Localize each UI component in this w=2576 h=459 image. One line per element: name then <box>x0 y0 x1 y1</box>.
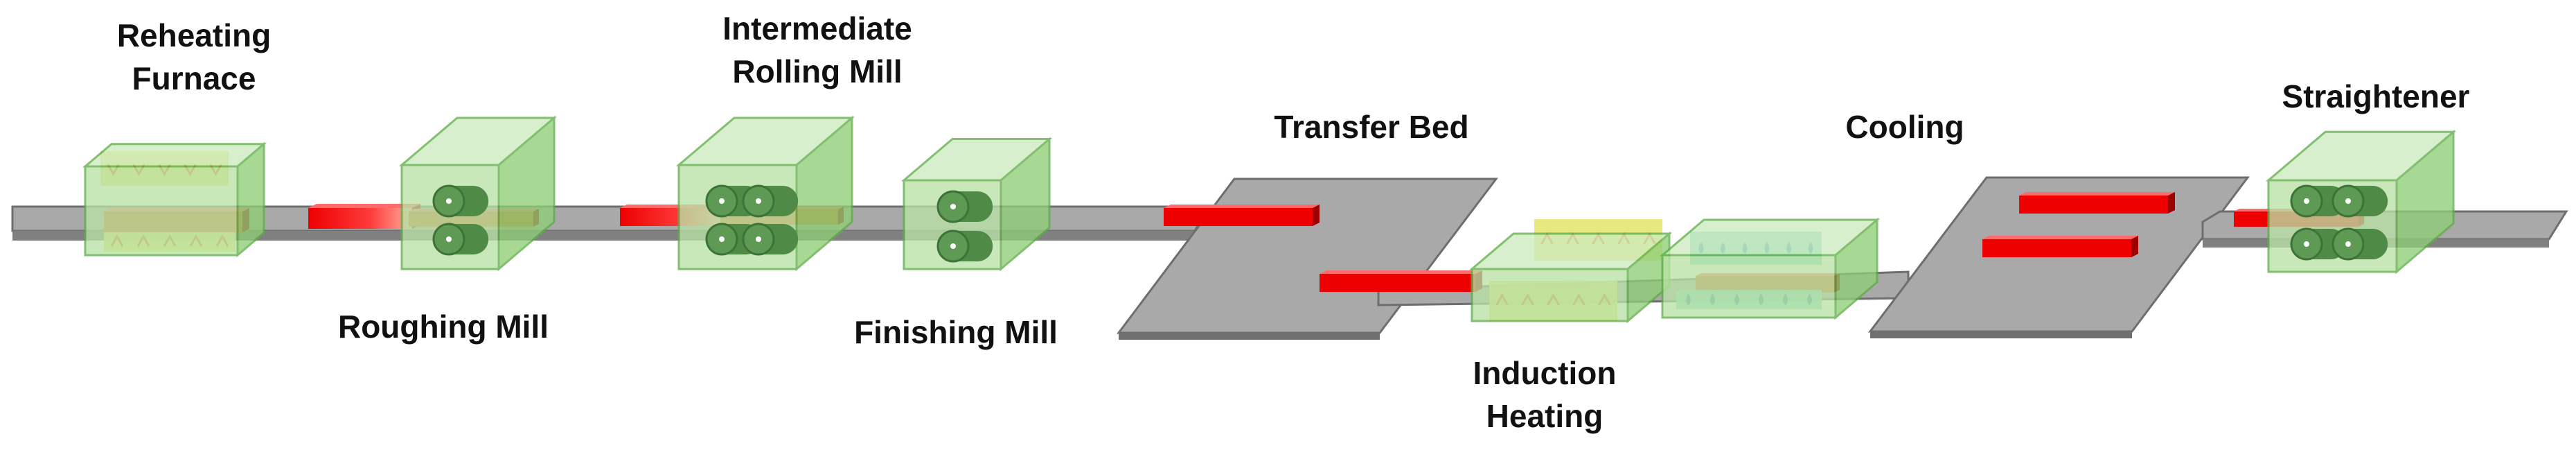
cooling-bed-bar-top-side <box>2168 192 2175 214</box>
cooling-bed-edge <box>1870 331 2132 338</box>
intermediate-roller-d-back <box>767 224 799 254</box>
transfer-bar-bottom-top <box>1320 270 1482 274</box>
roughing-roller-top-axle <box>446 198 452 204</box>
finishing-roller-top-axle <box>950 204 956 209</box>
intermediate-roller-b <box>742 184 799 218</box>
finishing-roller-bottom <box>936 230 993 263</box>
roughing-roller-bottom-axle <box>446 236 452 242</box>
label-transfer-bed: Transfer Bed <box>1274 109 1469 145</box>
label-induction-heating: Induction Heating <box>1473 355 1617 434</box>
transfer-bar-bottom-front <box>1320 274 1475 292</box>
reheating-furnace-housing <box>82 141 267 258</box>
cooling-housing-front <box>1661 254 1837 319</box>
cooling-bed-bar-top-top <box>2019 192 2175 196</box>
cooling-bed-bar-bottom-side <box>2131 236 2138 257</box>
intermediate-roller-c-axle <box>719 236 725 242</box>
cooling-bed-bar-top-front <box>2019 196 2168 214</box>
intermediate-roller-d <box>742 223 799 256</box>
roughing-roller-top <box>432 184 489 218</box>
hot-bar-1-top <box>308 204 420 208</box>
roughing-roller-bottom-back <box>458 224 489 254</box>
intermediate-roller-b-axle <box>756 198 761 204</box>
straightener-roller-a-axle <box>2304 198 2309 204</box>
straightener-roller-d <box>2331 227 2388 261</box>
label-finishing-mill: Finishing Mill <box>854 314 1058 350</box>
cooling-bed-bar-bottom-front <box>1982 239 2131 257</box>
induction-heating-housing <box>1468 231 1673 324</box>
cooling-housing <box>1659 217 1881 320</box>
cooling-bed-bar-bottom-top <box>1982 236 2138 239</box>
finishing-roller-bottom-back <box>962 231 993 261</box>
label-cooling: Cooling <box>1845 109 1964 145</box>
label-intermediate-rolling-mill: Intermediate Rolling Mill <box>722 10 912 89</box>
transfer-bar-top-side <box>1313 205 1320 226</box>
label-reheating-furnace: Reheating Furnace <box>116 17 272 96</box>
straightener-roller-b-back <box>2357 186 2388 216</box>
conveyor-main-left-edge <box>12 231 1197 241</box>
reheating-furnace-housing-top <box>82 143 267 168</box>
intermediate-roller-d-axle <box>756 236 761 242</box>
intermediate-roller-b-back <box>767 186 799 216</box>
hot-bar-1-front <box>308 208 412 229</box>
finishing-roller-bottom-axle <box>950 243 956 249</box>
finishing-roller-top-back <box>962 191 993 222</box>
straightener-roller-b-axle <box>2345 198 2351 204</box>
cooling-bed-bar-bottom <box>1982 236 2138 257</box>
finishing-roller-top <box>936 190 993 223</box>
transfer-bar-top-front <box>1164 208 1313 226</box>
transfer-bar-bottom <box>1320 270 1482 292</box>
roughing-roller-top-back <box>458 186 489 216</box>
straightener-roller-b <box>2331 184 2388 218</box>
reheating-furnace-housing-front <box>84 165 239 257</box>
straightener-roller-c-axle <box>2304 241 2309 247</box>
transfer-bed-plate <box>1116 177 1499 334</box>
intermediate-roller-a-axle <box>719 198 725 204</box>
straightener-roller-c <box>2290 227 2347 261</box>
label-straightener: Straightener <box>2282 78 2470 114</box>
transfer-bar-top-top <box>1164 205 1320 208</box>
straightener-roller-d-back <box>2357 229 2388 259</box>
transfer-bed-edge <box>1119 333 1380 340</box>
transfer-bar-top <box>1164 205 1320 226</box>
label-roughing-mill: Roughing Mill <box>337 309 549 345</box>
induction-heating-housing-front <box>1471 268 1629 322</box>
roughing-roller-bottom <box>432 223 489 256</box>
straightener-roller-d-axle <box>2345 241 2351 247</box>
cooling-bed-bar-top <box>2019 192 2175 214</box>
